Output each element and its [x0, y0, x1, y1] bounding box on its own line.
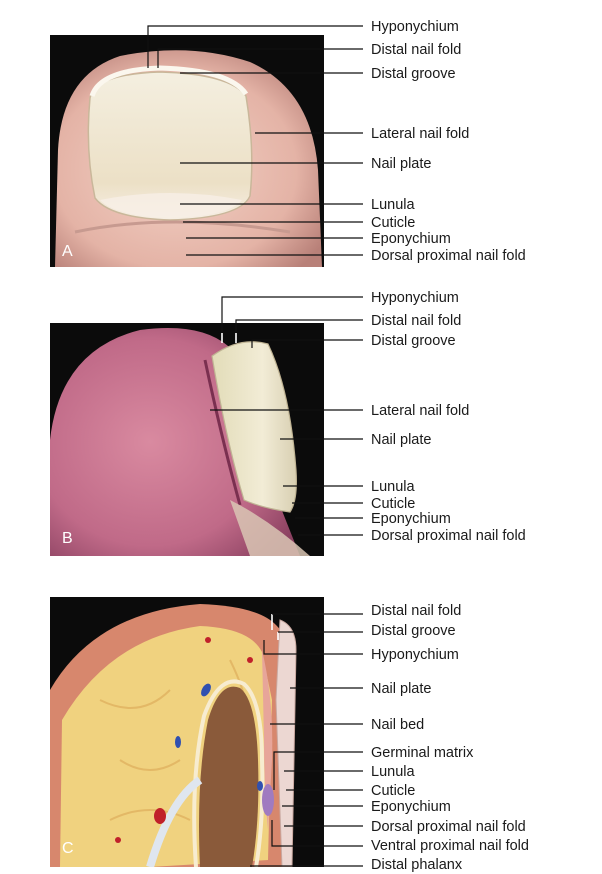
panel-c-label-eponychium: Eponychium — [371, 799, 451, 815]
panel-b-label-distal-groove: Distal groove — [371, 333, 456, 349]
panel-a-label-eponychium: Eponychium — [371, 231, 451, 247]
panel-c-label-distal-phalanx: Distal phalanx — [371, 857, 463, 873]
panel-a-label-cuticle: Cuticle — [371, 215, 415, 231]
panel-a-label-hyponychium: Hyponychium — [371, 19, 459, 35]
panel-b-label-cuticle: Cuticle — [371, 496, 415, 512]
panel-c-label-dorsal-proximal-nail-fold: Dorsal proximal nail fold — [371, 819, 526, 835]
panel-c-label-nail-bed: Nail bed — [371, 717, 424, 733]
panel-c-labels: Distal nail fold Distal groove Hyponychi… — [371, 603, 529, 873]
panel-c-label-lunula: Lunula — [371, 764, 415, 780]
panel-a-label-dorsal-proximal-nail-fold: Dorsal proximal nail fold — [371, 248, 526, 264]
panel-c-artery — [154, 808, 166, 824]
panel-b-label-lunula: Lunula — [371, 479, 415, 495]
panel-b-label-nail-plate: Nail plate — [371, 432, 431, 448]
panel-b-letter: B — [62, 530, 73, 547]
panel-c-label-distal-nail-fold: Distal nail fold — [371, 603, 461, 619]
panel-c-artery — [205, 637, 211, 643]
panel-b-labels: Hyponychium Distal nail fold Distal groo… — [371, 290, 526, 544]
panel-c-illustration — [50, 597, 324, 867]
panel-b-label-lateral-nail-fold: Lateral nail fold — [371, 403, 469, 419]
panel-c-vein — [175, 736, 181, 748]
panel-c-label-hyponychium: Hyponychium — [371, 647, 459, 663]
panel-a-labels: Hyponychium Distal nail fold Distal groo… — [371, 19, 526, 264]
panel-c-label-nail-plate: Nail plate — [371, 681, 431, 697]
panel-a-label-lateral-nail-fold: Lateral nail fold — [371, 126, 469, 142]
panel-b-label-distal-nail-fold: Distal nail fold — [371, 313, 461, 329]
panel-b-label-dorsal-proximal-nail-fold: Dorsal proximal nail fold — [371, 528, 526, 544]
panel-c-artery — [247, 657, 253, 663]
panel-a-label-distal-nail-fold: Distal nail fold — [371, 42, 461, 58]
panel-c-matrix — [262, 784, 274, 816]
panel-a-label-distal-groove: Distal groove — [371, 66, 456, 82]
panel-a-letter: A — [62, 243, 73, 260]
panel-c-artery — [115, 837, 121, 843]
panel-a-photo — [50, 35, 324, 267]
panel-c-letter: C — [62, 840, 74, 857]
panel-c-vein — [257, 781, 263, 791]
panel-a-label-nail-plate: Nail plate — [371, 156, 431, 172]
panel-c-label-distal-groove: Distal groove — [371, 623, 456, 639]
panel-a-label-lunula: Lunula — [371, 197, 415, 213]
panel-b-label-eponychium: Eponychium — [371, 511, 451, 527]
panel-c-label-germinal-matrix: Germinal matrix — [371, 745, 474, 761]
panel-b-label-hyponychium: Hyponychium — [371, 290, 459, 306]
panel-c-label-cuticle: Cuticle — [371, 783, 415, 799]
panel-c-label-ventral-proximal-nail-fold: Ventral proximal nail fold — [371, 838, 529, 854]
